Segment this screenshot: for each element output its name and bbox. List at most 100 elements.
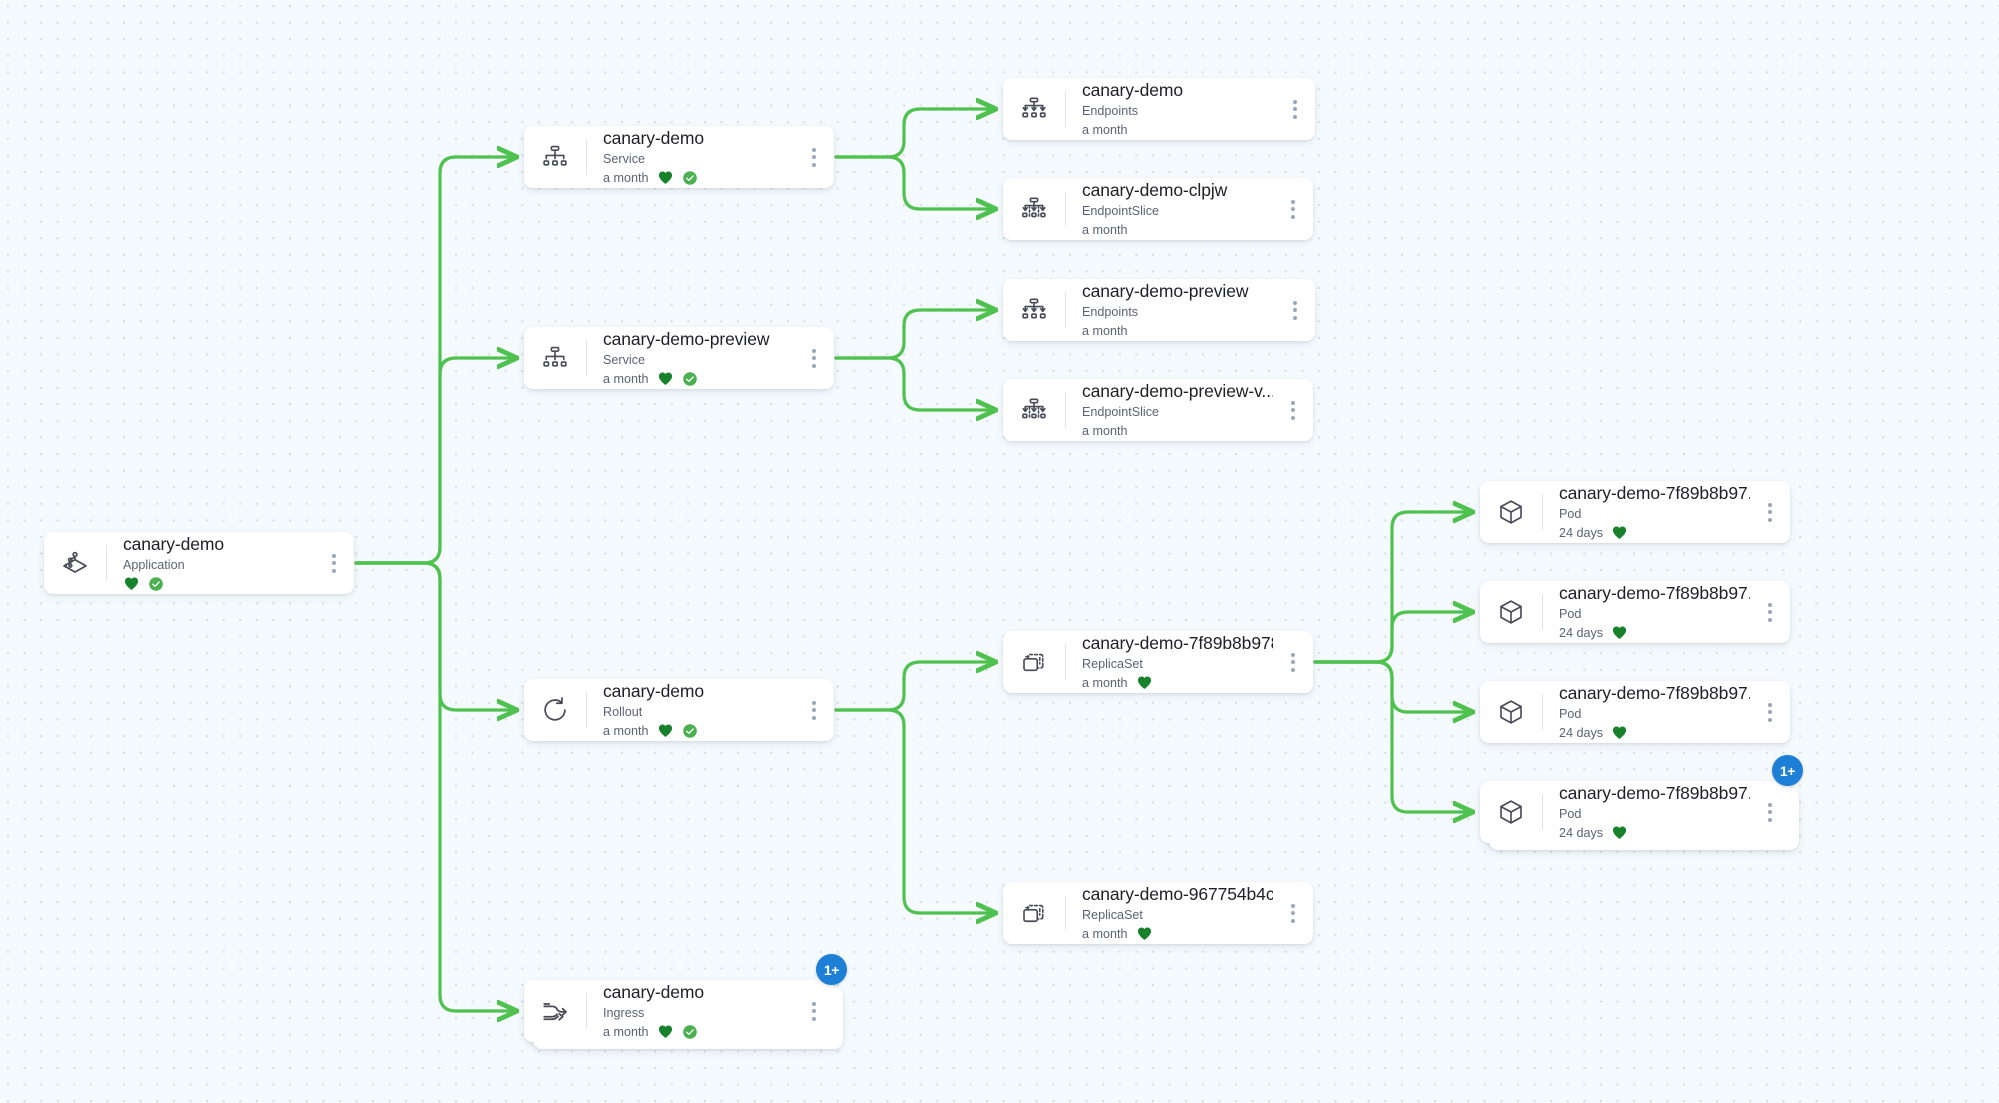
node-menu-button[interactable] — [800, 679, 828, 741]
resource-node-endpointslice[interactable]: canary-demo-preview-v... EndpointSlice a… — [1003, 379, 1313, 441]
node-age: 24 days — [1559, 525, 1604, 540]
node-title: canary-demo — [603, 680, 705, 701]
resource-node-pod[interactable]: canary-demo-7f89b8b97... Pod 24 days — [1480, 581, 1790, 643]
health-status-icon[interactable] — [657, 169, 674, 186]
resource-node-replicaset[interactable]: canary-demo-7f89b8b978 ReplicaSet a mont… — [1003, 631, 1313, 693]
health-status-icon[interactable] — [123, 575, 140, 592]
node-menu-button[interactable] — [1756, 581, 1784, 643]
node-card[interactable]: canary-demo Application — [44, 532, 354, 594]
health-status-icon[interactable] — [1136, 925, 1153, 942]
health-status-icon[interactable] — [1611, 824, 1628, 841]
node-card[interactable]: canary-demo-7f89b8b97... Pod 24 days — [1480, 681, 1790, 743]
node-card[interactable]: canary-demo-7f89b8b97... Pod 24 days — [1480, 781, 1790, 843]
node-card[interactable]: canary-demo Rollout a month — [524, 679, 834, 741]
ingress-icon — [524, 980, 586, 1042]
resource-node-pod[interactable]: canary-demo-7f89b8b97... Pod 24 days 1+ — [1480, 755, 1803, 850]
sync-status-icon[interactable] — [682, 371, 698, 387]
resource-node-endpoints[interactable]: canary-demo Endpoints a month — [1003, 78, 1315, 140]
node-meta: 24 days — [1559, 824, 1750, 842]
node-card[interactable]: canary-demo-7f89b8b97... Pod 24 days — [1480, 581, 1790, 643]
node-title: canary-demo-967754b4c — [1082, 883, 1273, 904]
node-menu-button[interactable] — [1756, 781, 1784, 843]
node-menu-button[interactable] — [1756, 681, 1784, 743]
node-age: 24 days — [1559, 725, 1604, 740]
resource-node-pod[interactable]: canary-demo-7f89b8b97... Pod 24 days — [1480, 481, 1790, 543]
child-count-badge[interactable]: 1+ — [816, 954, 847, 985]
resource-node-pod[interactable]: canary-demo-7f89b8b97... Pod 24 days — [1480, 681, 1790, 743]
node-card[interactable]: canary-demo-preview-v... EndpointSlice a… — [1003, 379, 1313, 441]
resource-node-ingress[interactable]: canary-demo Ingress a month 1+ — [524, 954, 847, 1049]
node-meta: a month — [1082, 221, 1273, 239]
sync-status-icon[interactable] — [148, 576, 164, 592]
resource-node-endpoints[interactable]: canary-demo-preview Endpoints a month — [1003, 279, 1315, 341]
service-icon — [524, 327, 586, 389]
resource-node-service[interactable]: canary-demo-preview Service a month — [524, 327, 834, 389]
kebab-dot — [812, 715, 816, 720]
kebab-dot — [812, 1001, 816, 1006]
node-age: a month — [1082, 423, 1128, 438]
node-card[interactable]: canary-demo Ingress a month — [524, 980, 834, 1042]
health-status-icon[interactable] — [1611, 724, 1628, 741]
kebab-dot — [1291, 667, 1295, 672]
kebab-dot — [1768, 710, 1772, 714]
node-kind: Pod — [1559, 606, 1582, 621]
node-card[interactable]: canary-demo Endpoints a month — [1003, 78, 1315, 140]
node-meta: 24 days — [1559, 624, 1750, 642]
sync-status-icon[interactable] — [682, 1024, 698, 1040]
node-menu-button[interactable] — [1279, 631, 1307, 693]
sync-status-icon[interactable] — [682, 170, 698, 186]
node-title: canary-demo-7f89b8b97... — [1559, 782, 1750, 803]
resource-node-rollout[interactable]: canary-demo Rollout a month — [524, 679, 834, 741]
health-status-icon[interactable] — [1611, 624, 1628, 641]
kebab-dot — [812, 162, 816, 167]
node-body: canary-demo Rollout a month — [587, 681, 800, 740]
node-card[interactable]: canary-demo-967754b4c ReplicaSet a month — [1003, 882, 1313, 944]
node-card[interactable]: canary-demo Service a month — [524, 126, 834, 188]
node-menu-button[interactable] — [1279, 178, 1307, 240]
node-divider — [586, 340, 587, 376]
pod-icon — [1480, 681, 1542, 743]
node-menu-button[interactable] — [1281, 279, 1309, 341]
node-menu-button[interactable] — [800, 980, 828, 1042]
node-card[interactable]: canary-demo-7f89b8b978 ReplicaSet a mont… — [1003, 631, 1313, 693]
kebab-dot — [812, 700, 816, 705]
health-status-icon[interactable] — [657, 370, 674, 387]
node-menu-button[interactable] — [320, 532, 348, 594]
node-card[interactable]: canary-demo-clpjw EndpointSlice a month — [1003, 178, 1313, 240]
node-card[interactable]: canary-demo-preview Endpoints a month — [1003, 279, 1315, 341]
health-status-icon[interactable] — [657, 722, 674, 739]
node-menu-button[interactable] — [1281, 78, 1309, 140]
node-card[interactable]: canary-demo-preview Service a month — [524, 327, 834, 389]
health-status-icon[interactable] — [1136, 674, 1153, 691]
node-menu-button[interactable] — [1279, 379, 1307, 441]
kebab-dot — [1768, 517, 1772, 522]
node-menu-button[interactable] — [800, 327, 828, 389]
node-meta: a month — [603, 1023, 794, 1041]
child-count-badge[interactable]: 1+ — [1772, 755, 1803, 786]
resource-node-endpointslice[interactable]: canary-demo-clpjw EndpointSlice a month — [1003, 178, 1313, 240]
endpoints-icon — [1003, 279, 1065, 341]
node-menu-button[interactable] — [1756, 481, 1784, 543]
kebab-dot — [1768, 702, 1772, 707]
node-menu-button[interactable] — [1279, 882, 1307, 944]
node-body: canary-demo Ingress a month — [587, 982, 800, 1041]
node-age: a month — [1082, 926, 1128, 941]
kebab-dot — [812, 356, 816, 360]
node-title: canary-demo-7f89b8b978 — [1082, 632, 1273, 653]
node-body: canary-demo-967754b4c ReplicaSet a month — [1066, 884, 1279, 943]
kebab-dot — [812, 348, 816, 353]
health-status-icon[interactable] — [1611, 524, 1628, 541]
resource-node-service[interactable]: canary-demo Service a month — [524, 126, 834, 188]
node-card[interactable]: canary-demo-7f89b8b97... Pod 24 days — [1480, 481, 1790, 543]
resource-node-application[interactable]: canary-demo Application — [44, 532, 354, 594]
node-title: canary-demo-preview — [1082, 280, 1249, 301]
resource-node-replicaset[interactable]: canary-demo-967754b4c ReplicaSet a month — [1003, 882, 1313, 944]
health-status-icon[interactable] — [657, 1023, 674, 1040]
kebab-dot — [1293, 99, 1297, 104]
node-menu-button[interactable] — [800, 126, 828, 188]
node-body: canary-demo-clpjw EndpointSlice a month — [1066, 180, 1279, 239]
kebab-dot — [812, 1009, 816, 1013]
sync-status-icon[interactable] — [682, 723, 698, 739]
node-age: 24 days — [1559, 825, 1604, 840]
